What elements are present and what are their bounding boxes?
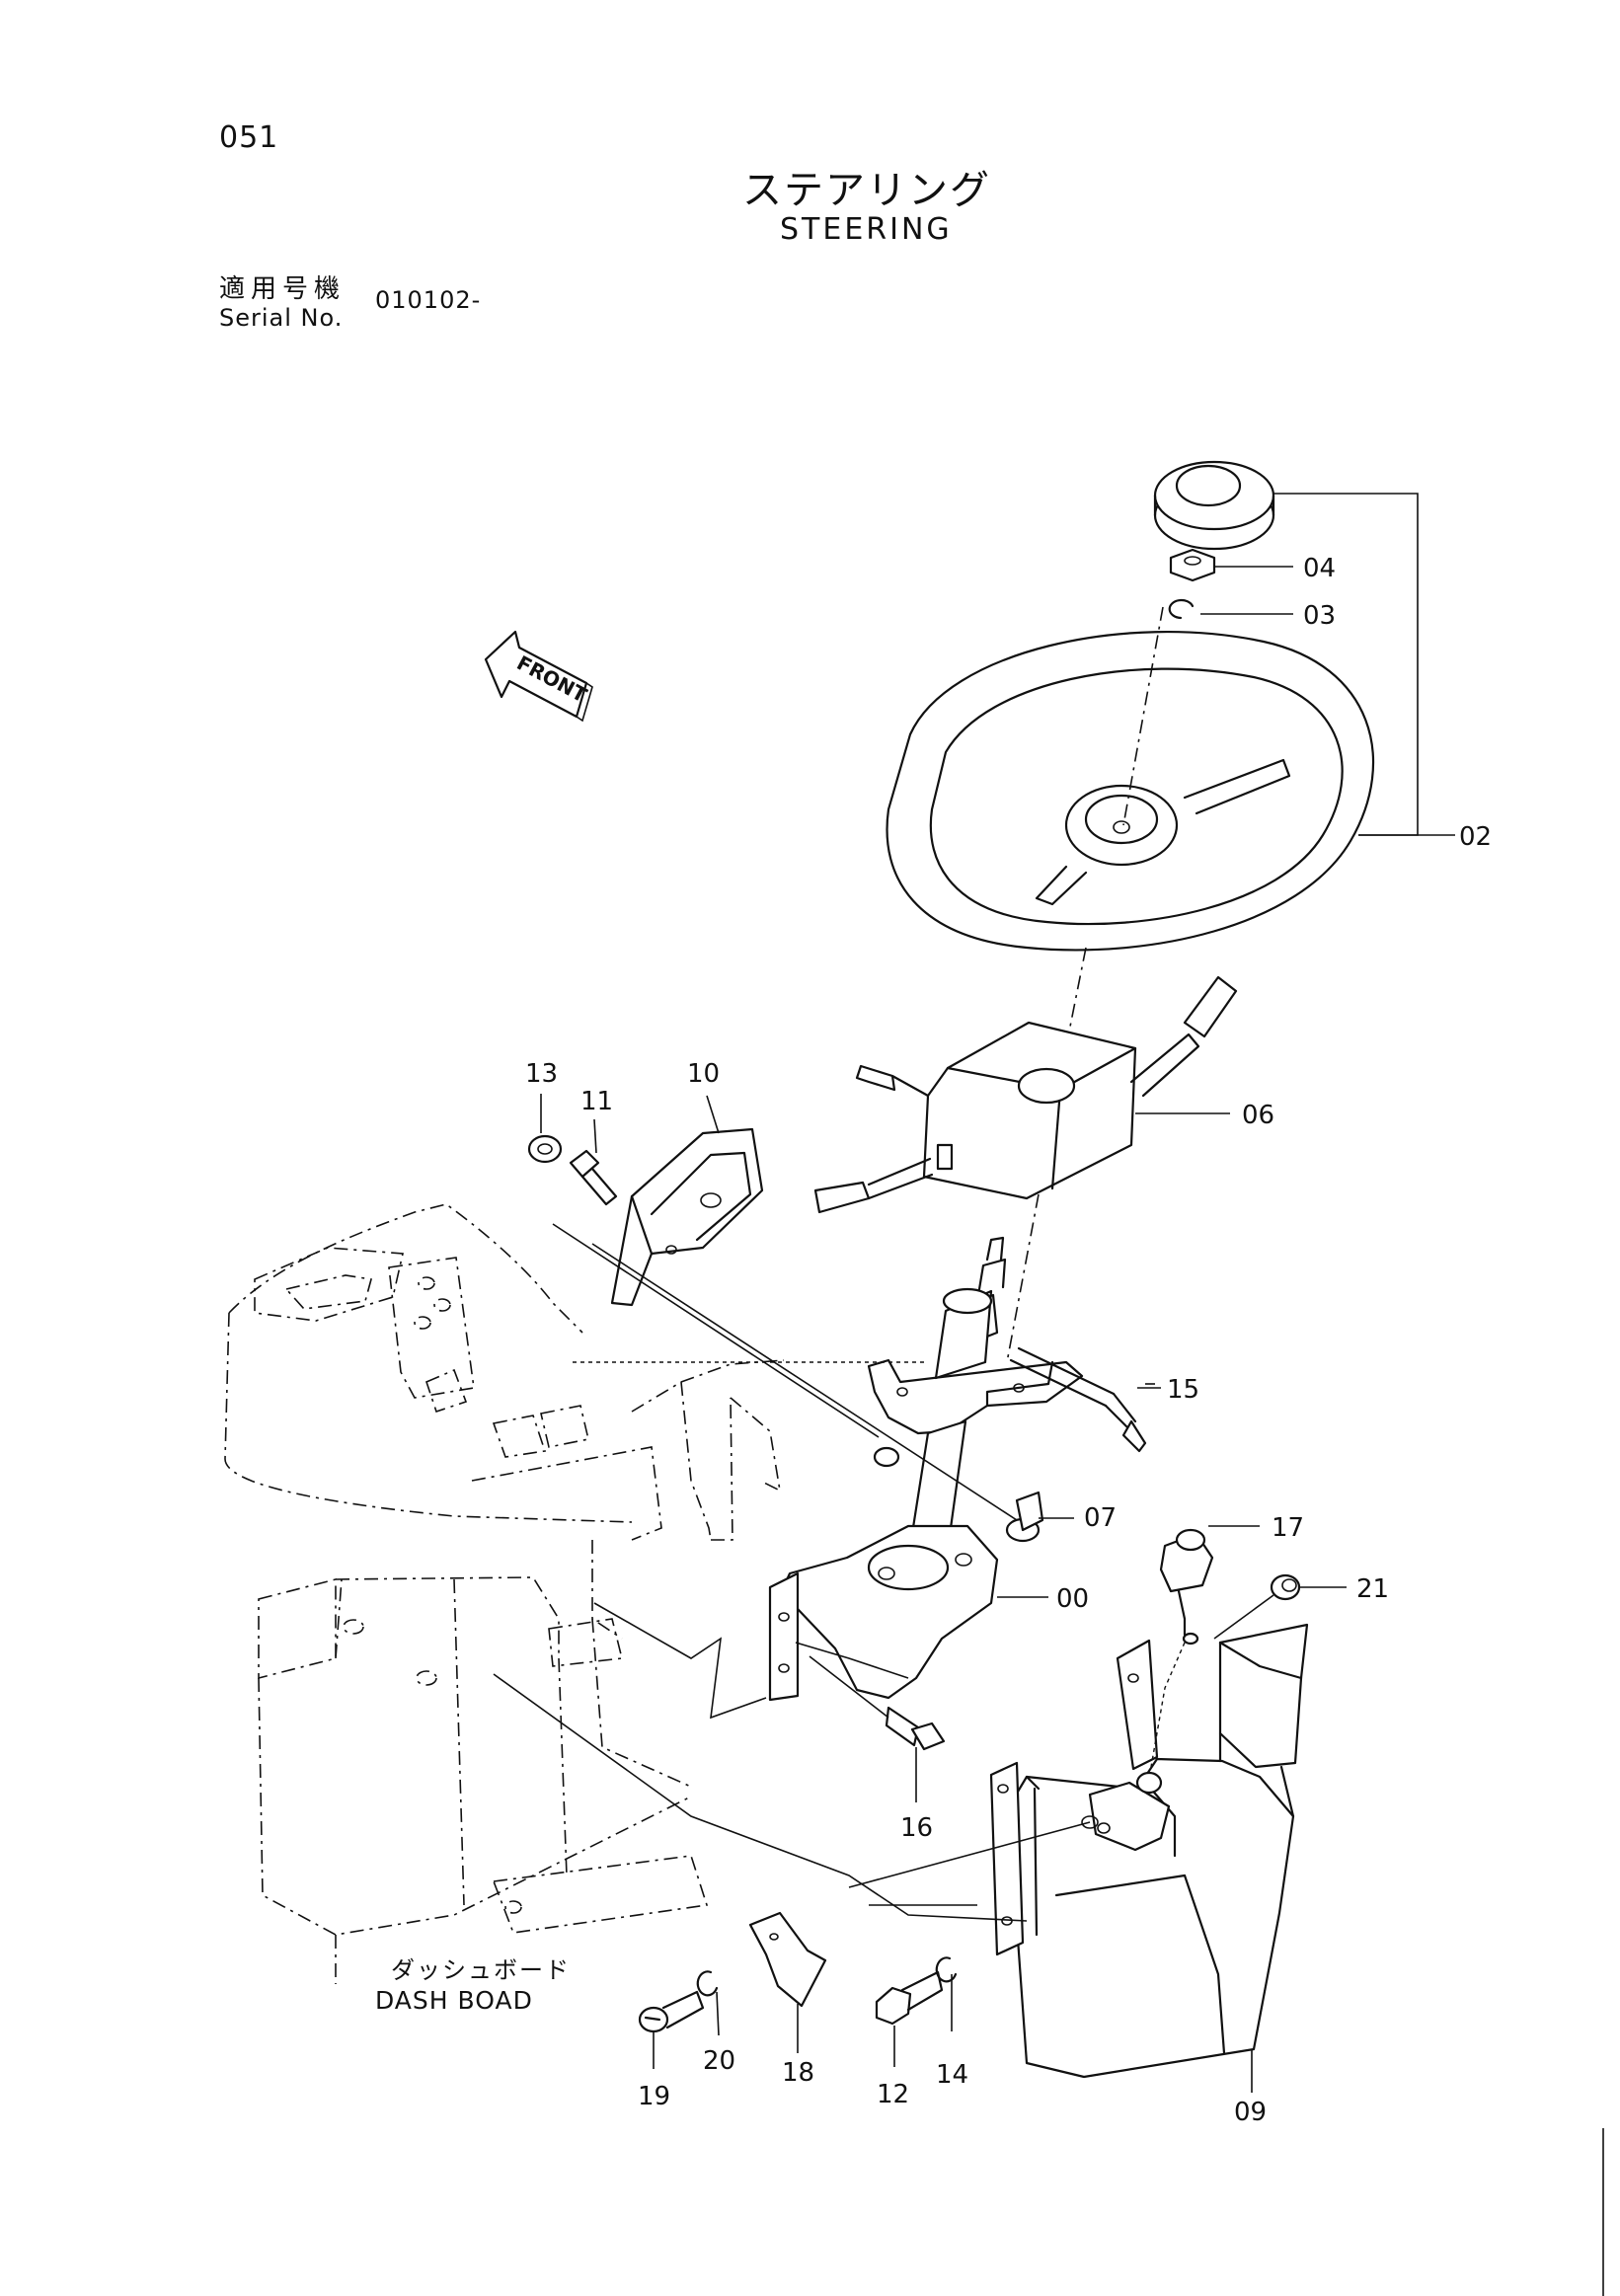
steering-column	[867, 1236, 1084, 1573]
callout-07: 07	[1084, 1503, 1117, 1533]
combination-switch	[813, 975, 1238, 1214]
bolt-12	[875, 1970, 944, 2026]
front-arrow-icon: FRONT	[484, 630, 593, 723]
nut-04	[1169, 548, 1216, 582]
bolt-11	[569, 1149, 618, 1206]
callout-19: 19	[638, 2082, 670, 2111]
steering-wheel	[886, 631, 1375, 952]
screw-19	[638, 1990, 705, 2033]
callout-17: 17	[1272, 1513, 1304, 1543]
callout-12: 12	[877, 2080, 909, 2109]
serial-label-english: Serial No.	[219, 304, 344, 332]
bolt-16	[885, 1706, 946, 1751]
dashboard-label-japanese: ダッシュボード	[391, 1956, 571, 1984]
callout-11: 11	[580, 1087, 613, 1116]
callout-13: 13	[525, 1059, 558, 1089]
column-bracket-00	[768, 1524, 999, 1702]
callout-16: 16	[900, 1813, 933, 1843]
callout-00: 00	[1056, 1584, 1089, 1614]
callout-02: 02	[1459, 822, 1492, 852]
callout-03: 03	[1303, 601, 1336, 631]
callout-15: 15	[1167, 1375, 1199, 1405]
serial-number-value: 010102-	[375, 286, 482, 314]
callout-21: 21	[1356, 1574, 1389, 1604]
page-number: 051	[219, 120, 279, 155]
lock-washer-03	[1168, 598, 1195, 620]
horn-cap	[1153, 460, 1275, 551]
serial-label-japanese: 適用号機	[219, 274, 347, 304]
nut-13	[527, 1134, 563, 1164]
bolt-07	[1005, 1491, 1044, 1543]
callout-10: 10	[687, 1059, 720, 1089]
column-cover-09	[989, 1623, 1309, 2079]
knob-21	[1270, 1573, 1301, 1601]
callout-14: 14	[936, 2060, 968, 2090]
callout-20: 20	[703, 2046, 735, 2076]
bracket-plate-10	[610, 1127, 764, 1307]
dashboard-label-english: DASH BOAD	[375, 1986, 533, 2015]
leader-02	[1273, 493, 1419, 836]
clip-18	[748, 1911, 827, 2008]
title-japanese: ステアリング	[742, 168, 991, 213]
callout-04: 04	[1303, 554, 1336, 583]
callout-06: 06	[1242, 1101, 1274, 1130]
title-english: STEERING	[780, 212, 953, 247]
callout-09: 09	[1234, 2098, 1267, 2127]
callout-18: 18	[782, 2058, 814, 2088]
tilt-rod-15	[1009, 1346, 1147, 1453]
switch-17	[1159, 1528, 1214, 1645]
washer-20	[696, 1970, 719, 1997]
